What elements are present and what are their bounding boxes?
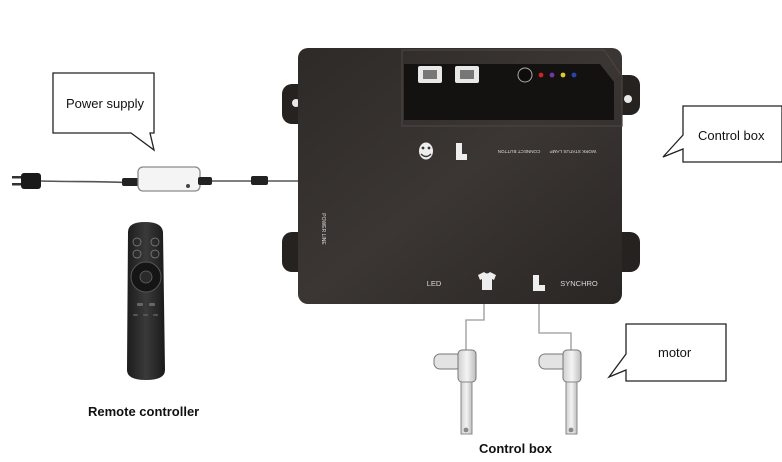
power-supply-unit (12, 166, 298, 192)
motor-cables (465, 304, 572, 353)
label-synchro: SYNCHRO (560, 279, 598, 288)
svg-text:CONNECT BUTTON: CONNECT BUTTON (498, 149, 541, 154)
motor-icon (538, 349, 582, 435)
callout-power-supply (52, 72, 156, 152)
caption-remote-controller: Remote controller (88, 404, 200, 419)
callout-motor (607, 323, 727, 382)
control-box-icon: CONNECT BUTTON WORK STATUS LAMP POWER LI… (282, 48, 640, 304)
svg-text:POWER LINE: POWER LINE (320, 213, 326, 245)
egg-icon (419, 142, 433, 160)
callout-control-box (662, 105, 782, 163)
motor-icon (433, 349, 477, 435)
plug-icon (12, 173, 41, 189)
remote-icon (127, 222, 165, 380)
svg-text:WORK STATUS LAMP: WORK STATUS LAMP (550, 149, 597, 154)
callout-control-box-label: Control box (698, 128, 765, 143)
status-led-icon (560, 72, 566, 78)
caption-control-box: Control box (479, 441, 552, 456)
status-led-icon (571, 72, 577, 78)
label-led: LED (427, 279, 442, 288)
boot-icon (533, 275, 545, 291)
label-work-status-lamp: WORK STATUS LAMP (550, 149, 597, 154)
boot-icon (456, 143, 467, 160)
status-led-icon (549, 72, 555, 78)
callout-motor-label: motor (658, 345, 692, 360)
adapter-icon (137, 166, 201, 192)
label-power-line: POWER LINE (320, 213, 326, 245)
status-led-icon (538, 72, 544, 78)
shirt-icon (478, 272, 496, 290)
label-connect-button: CONNECT BUTTON (498, 149, 541, 154)
callout-power-supply-label: Power supply (66, 96, 145, 111)
